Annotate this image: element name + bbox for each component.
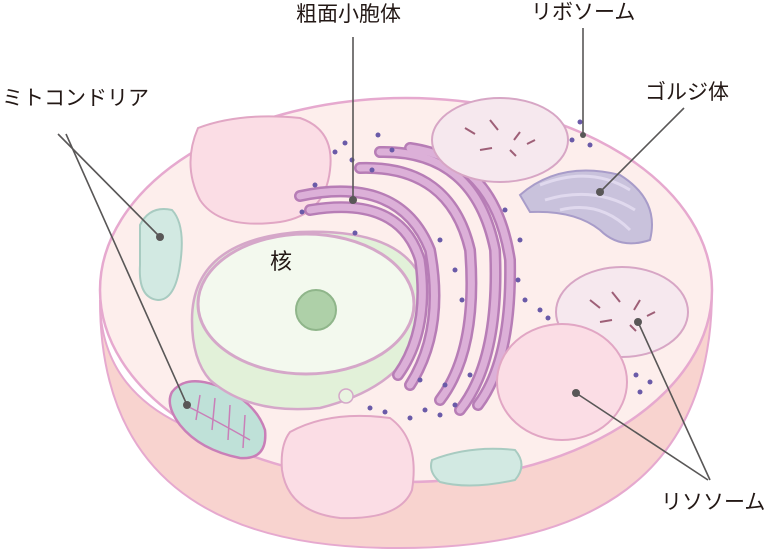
lysosome-top xyxy=(431,97,569,183)
label-nucleus: 核 xyxy=(270,250,293,275)
golgi xyxy=(518,169,653,245)
leader-lines xyxy=(57,28,711,481)
label-mitochondria: ミトコンドリア xyxy=(2,86,149,110)
ribosome-dots xyxy=(299,119,653,421)
label-golgi: ゴルジ体 xyxy=(645,80,729,104)
pointer-dots xyxy=(156,132,642,409)
nucleus xyxy=(190,230,427,411)
label-ribosome: リボソーム xyxy=(531,0,636,24)
label-lysosome: リソソーム xyxy=(661,490,766,514)
lysosome-right xyxy=(496,266,689,441)
label-rough-er: 粗面小胞体 xyxy=(296,2,401,26)
